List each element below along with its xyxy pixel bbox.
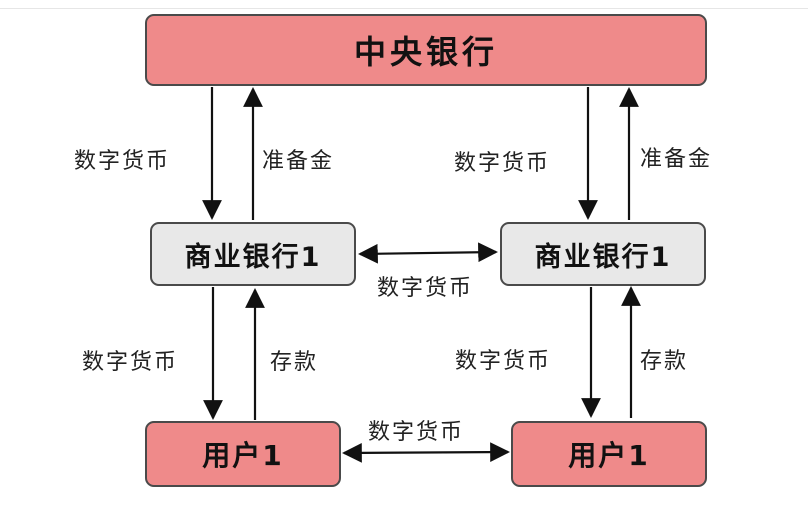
arrow-bank-to-bank [358,242,498,264]
edge-label-bank-to-user-left: 数字货币 [82,350,179,375]
user-left-label: 用户1 [202,439,284,472]
edge-label-central-to-bank-right: 数字货币 [454,151,551,176]
commercial-bank-left-box: 商业银行1 [150,222,356,286]
user-right-box: 用户1 [511,421,707,487]
edge-label-bank-left-to-central: 准备金 [262,149,335,174]
commercial-bank-right-box: 商业银行1 [500,222,706,286]
commercial-bank-left-label: 商业银行1 [184,241,322,273]
central-bank-label: 中央银行 [353,33,498,71]
edge-label-user-to-bank-left: 存款 [270,350,319,375]
user-right-label: 用户1 [568,439,650,472]
arrow-user-to-user [342,442,510,463]
central-bank-box: 中央银行 [145,14,707,86]
edge-label-bank-to-user-right: 数字货币 [455,349,552,374]
edge-label-central-to-bank-left: 数字货币 [74,149,171,174]
edge-label-user-to-bank-right: 存款 [640,349,689,374]
edge-label-bank-right-to-central: 准备金 [640,147,713,172]
user-left-box: 用户1 [145,421,341,487]
top-divider [0,0,808,9]
edge-label-bank-to-bank: 数字货币 [377,276,474,301]
commercial-bank-right-label: 商业银行1 [534,241,672,273]
edge-label-user-to-user: 数字货币 [368,420,465,445]
